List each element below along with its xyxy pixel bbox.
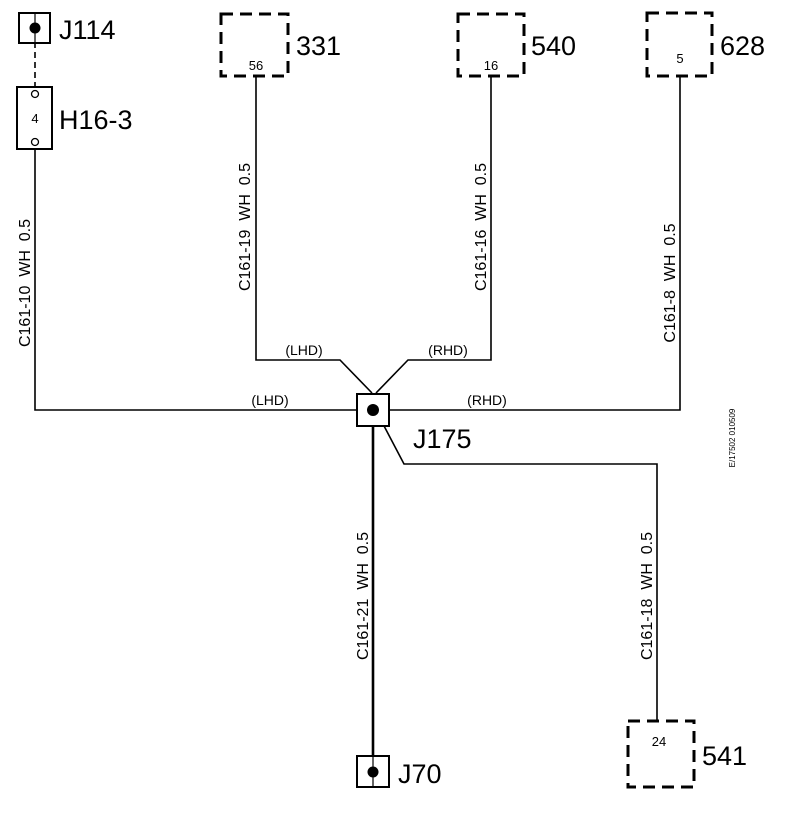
connector-541[interactable]: 24 541 (626, 719, 747, 789)
wire-c161-16 (375, 77, 492, 394)
connector-628-pin: 5 (676, 51, 683, 66)
connector-h16-3-label: H16-3 (59, 105, 133, 135)
splice-j175-label: J175 (413, 424, 472, 454)
variant-label-lhd-upper: (LHD) (285, 342, 322, 358)
connector-628[interactable]: 5 628 (645, 11, 765, 78)
variant-label-lhd-main: (LHD) (251, 392, 288, 408)
connector-j70-label: J70 (398, 759, 442, 789)
connector-331-pin: 56 (249, 58, 263, 73)
wire-label-c161-16: C161-16 WH 0.5 (473, 163, 490, 291)
wire-label-c161-19: C161-19 WH 0.5 (237, 163, 254, 291)
wire-label-c161-18: C161-18 WH 0.5 (639, 532, 656, 660)
connector-h16-3-pin: 4 (31, 111, 38, 126)
variant-label-rhd-upper: (RHD) (428, 342, 468, 358)
wire-c161-8 (388, 77, 681, 411)
wire-label-c161-10: C161-10 WH 0.5 (17, 219, 34, 347)
connector-541-label: 541 (702, 741, 747, 771)
connector-541-pin: 24 (652, 734, 666, 749)
wire-label-c161-21: C161-21 WH 0.5 (355, 532, 372, 660)
connector-540-label: 540 (531, 31, 576, 61)
splice-j175[interactable]: J175 (356, 393, 472, 454)
connector-628-label: 628 (720, 31, 765, 61)
reference-code: E/17502 010509 (728, 408, 737, 467)
variant-label-rhd-main: (RHD) (467, 392, 507, 408)
wire-c161-18 (382, 423, 658, 720)
connector-540[interactable]: 16 540 (456, 12, 576, 78)
connector-331-label: 331 (296, 31, 341, 61)
wire-c161-10 (34, 148, 360, 411)
connector-h16-3[interactable]: 4 H16-3 (16, 86, 133, 150)
connector-540-pin: 16 (484, 58, 498, 73)
wire-label-c161-8: C161-8 WH 0.5 (662, 223, 679, 342)
connector-j114[interactable]: J114 (18, 12, 116, 45)
connector-j114-label: J114 (59, 15, 116, 45)
connector-331[interactable]: 56 331 (219, 12, 341, 78)
wire-c161-19 (255, 77, 373, 394)
connector-j70[interactable]: J70 (356, 755, 442, 789)
